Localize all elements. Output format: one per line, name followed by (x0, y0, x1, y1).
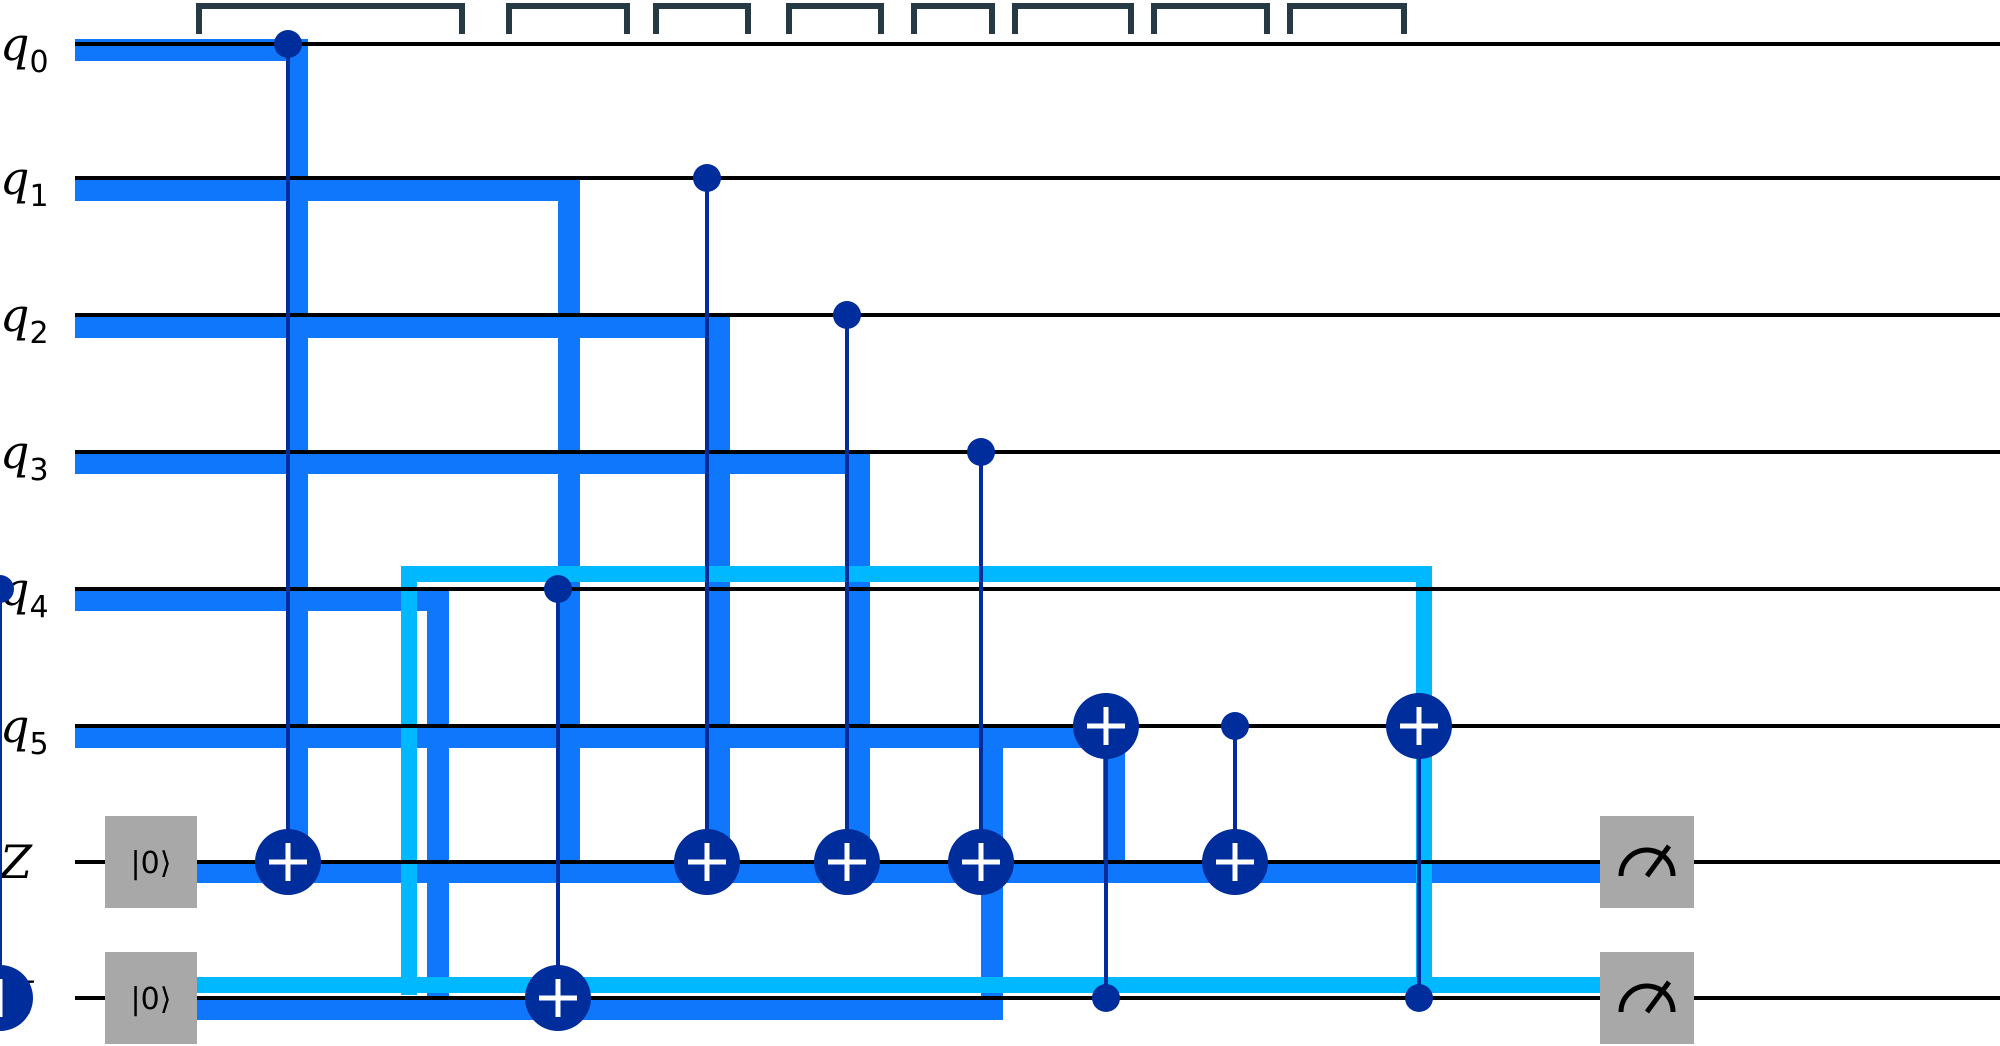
measure-box (1600, 816, 1694, 908)
control-dot (693, 164, 721, 192)
target-plus-icon (1073, 693, 1139, 759)
qubit-label: q4 (0, 562, 49, 625)
reset-box (105, 952, 197, 1044)
qubit-wires (75, 42, 2000, 1000)
cx-gates (0, 30, 1452, 1031)
measure-gate (1600, 952, 1694, 1044)
qubit-label-main: q (0, 699, 29, 753)
qubit-label-main: q (0, 288, 29, 342)
barrier-bracket (786, 3, 884, 34)
qubit-label-main: q (0, 425, 29, 479)
control-dot (1092, 984, 1120, 1012)
barrier-bracket (1012, 3, 1134, 34)
control-dot (967, 438, 995, 466)
target-plus-icon (1202, 829, 1268, 895)
target-plus-icon (948, 829, 1014, 895)
qubit-label: q3 (0, 425, 49, 488)
qubit-label-sub: 3 (29, 453, 48, 488)
qubit-label-main: q (0, 151, 29, 205)
highlight-path-blue (75, 179, 580, 861)
measure-icon (1618, 980, 1676, 1014)
qubit-label: q5 (0, 699, 49, 762)
cx-gate (674, 164, 740, 895)
barrier-bracket (506, 3, 630, 34)
highlight-path-blue (196, 736, 1003, 1020)
barrier-bracket (1151, 3, 1270, 34)
reset-gate: |0⟩ (105, 952, 197, 1044)
control-dot (1221, 712, 1249, 740)
reset-label: |0⟩ (131, 846, 172, 881)
measure-gate (1600, 816, 1694, 908)
control-dot (544, 575, 572, 603)
control-dot (833, 301, 861, 329)
cx-gate (255, 30, 321, 895)
barrier-bracket (653, 3, 751, 34)
qubit-label: Z (0, 835, 33, 889)
measure-icon (1618, 844, 1676, 878)
qubit-label-main: Z (0, 835, 33, 889)
cx-gate (1386, 693, 1452, 1012)
highlight-path-blue (75, 589, 449, 1007)
control-dot (1405, 984, 1433, 1012)
qubit-label-sub: 0 (29, 45, 48, 80)
cx-gate (1202, 712, 1268, 895)
measure-box (1600, 952, 1694, 1044)
cx-gate (525, 575, 591, 1031)
target-plus-icon (674, 829, 740, 895)
highlight-path-cyan (401, 566, 1432, 995)
qubit-label: q1 (0, 151, 49, 214)
target-plus-icon (1386, 693, 1452, 759)
target-plus-icon (814, 829, 880, 895)
reset-gates: |0⟩ |0⟩ (105, 816, 197, 1044)
qubit-labels: q0q1q2q3q4q5ZX (0, 17, 49, 1025)
target-plus-icon (255, 829, 321, 895)
qubit-label-sub: 2 (29, 316, 48, 351)
qubit-label-sub: 1 (29, 179, 48, 214)
qubit-label: q0 (0, 17, 49, 80)
measurement-gates (1600, 816, 1694, 1044)
qubit-label-main: q (0, 17, 29, 71)
target-plus-icon (0, 965, 33, 1031)
barriers (196, 3, 1407, 34)
barrier-bracket (196, 3, 465, 34)
cx-gate (0, 575, 33, 1031)
qubit-label-sub: 4 (29, 590, 48, 625)
reset-gate: |0⟩ (105, 816, 197, 908)
control-dot (0, 575, 14, 603)
reset-box (105, 816, 197, 908)
highlight-path-blue (75, 452, 870, 861)
barrier-bracket (911, 3, 995, 34)
reset-label: |0⟩ (131, 982, 172, 1017)
cx-gate (948, 438, 1014, 895)
qubit-label: q2 (0, 288, 49, 351)
control-dot (274, 30, 302, 58)
target-plus-icon (525, 965, 591, 1031)
qubit-label-sub: 5 (29, 727, 48, 762)
barrier-bracket (1287, 3, 1407, 34)
cx-gate (1073, 693, 1139, 1012)
cx-gate (814, 301, 880, 895)
